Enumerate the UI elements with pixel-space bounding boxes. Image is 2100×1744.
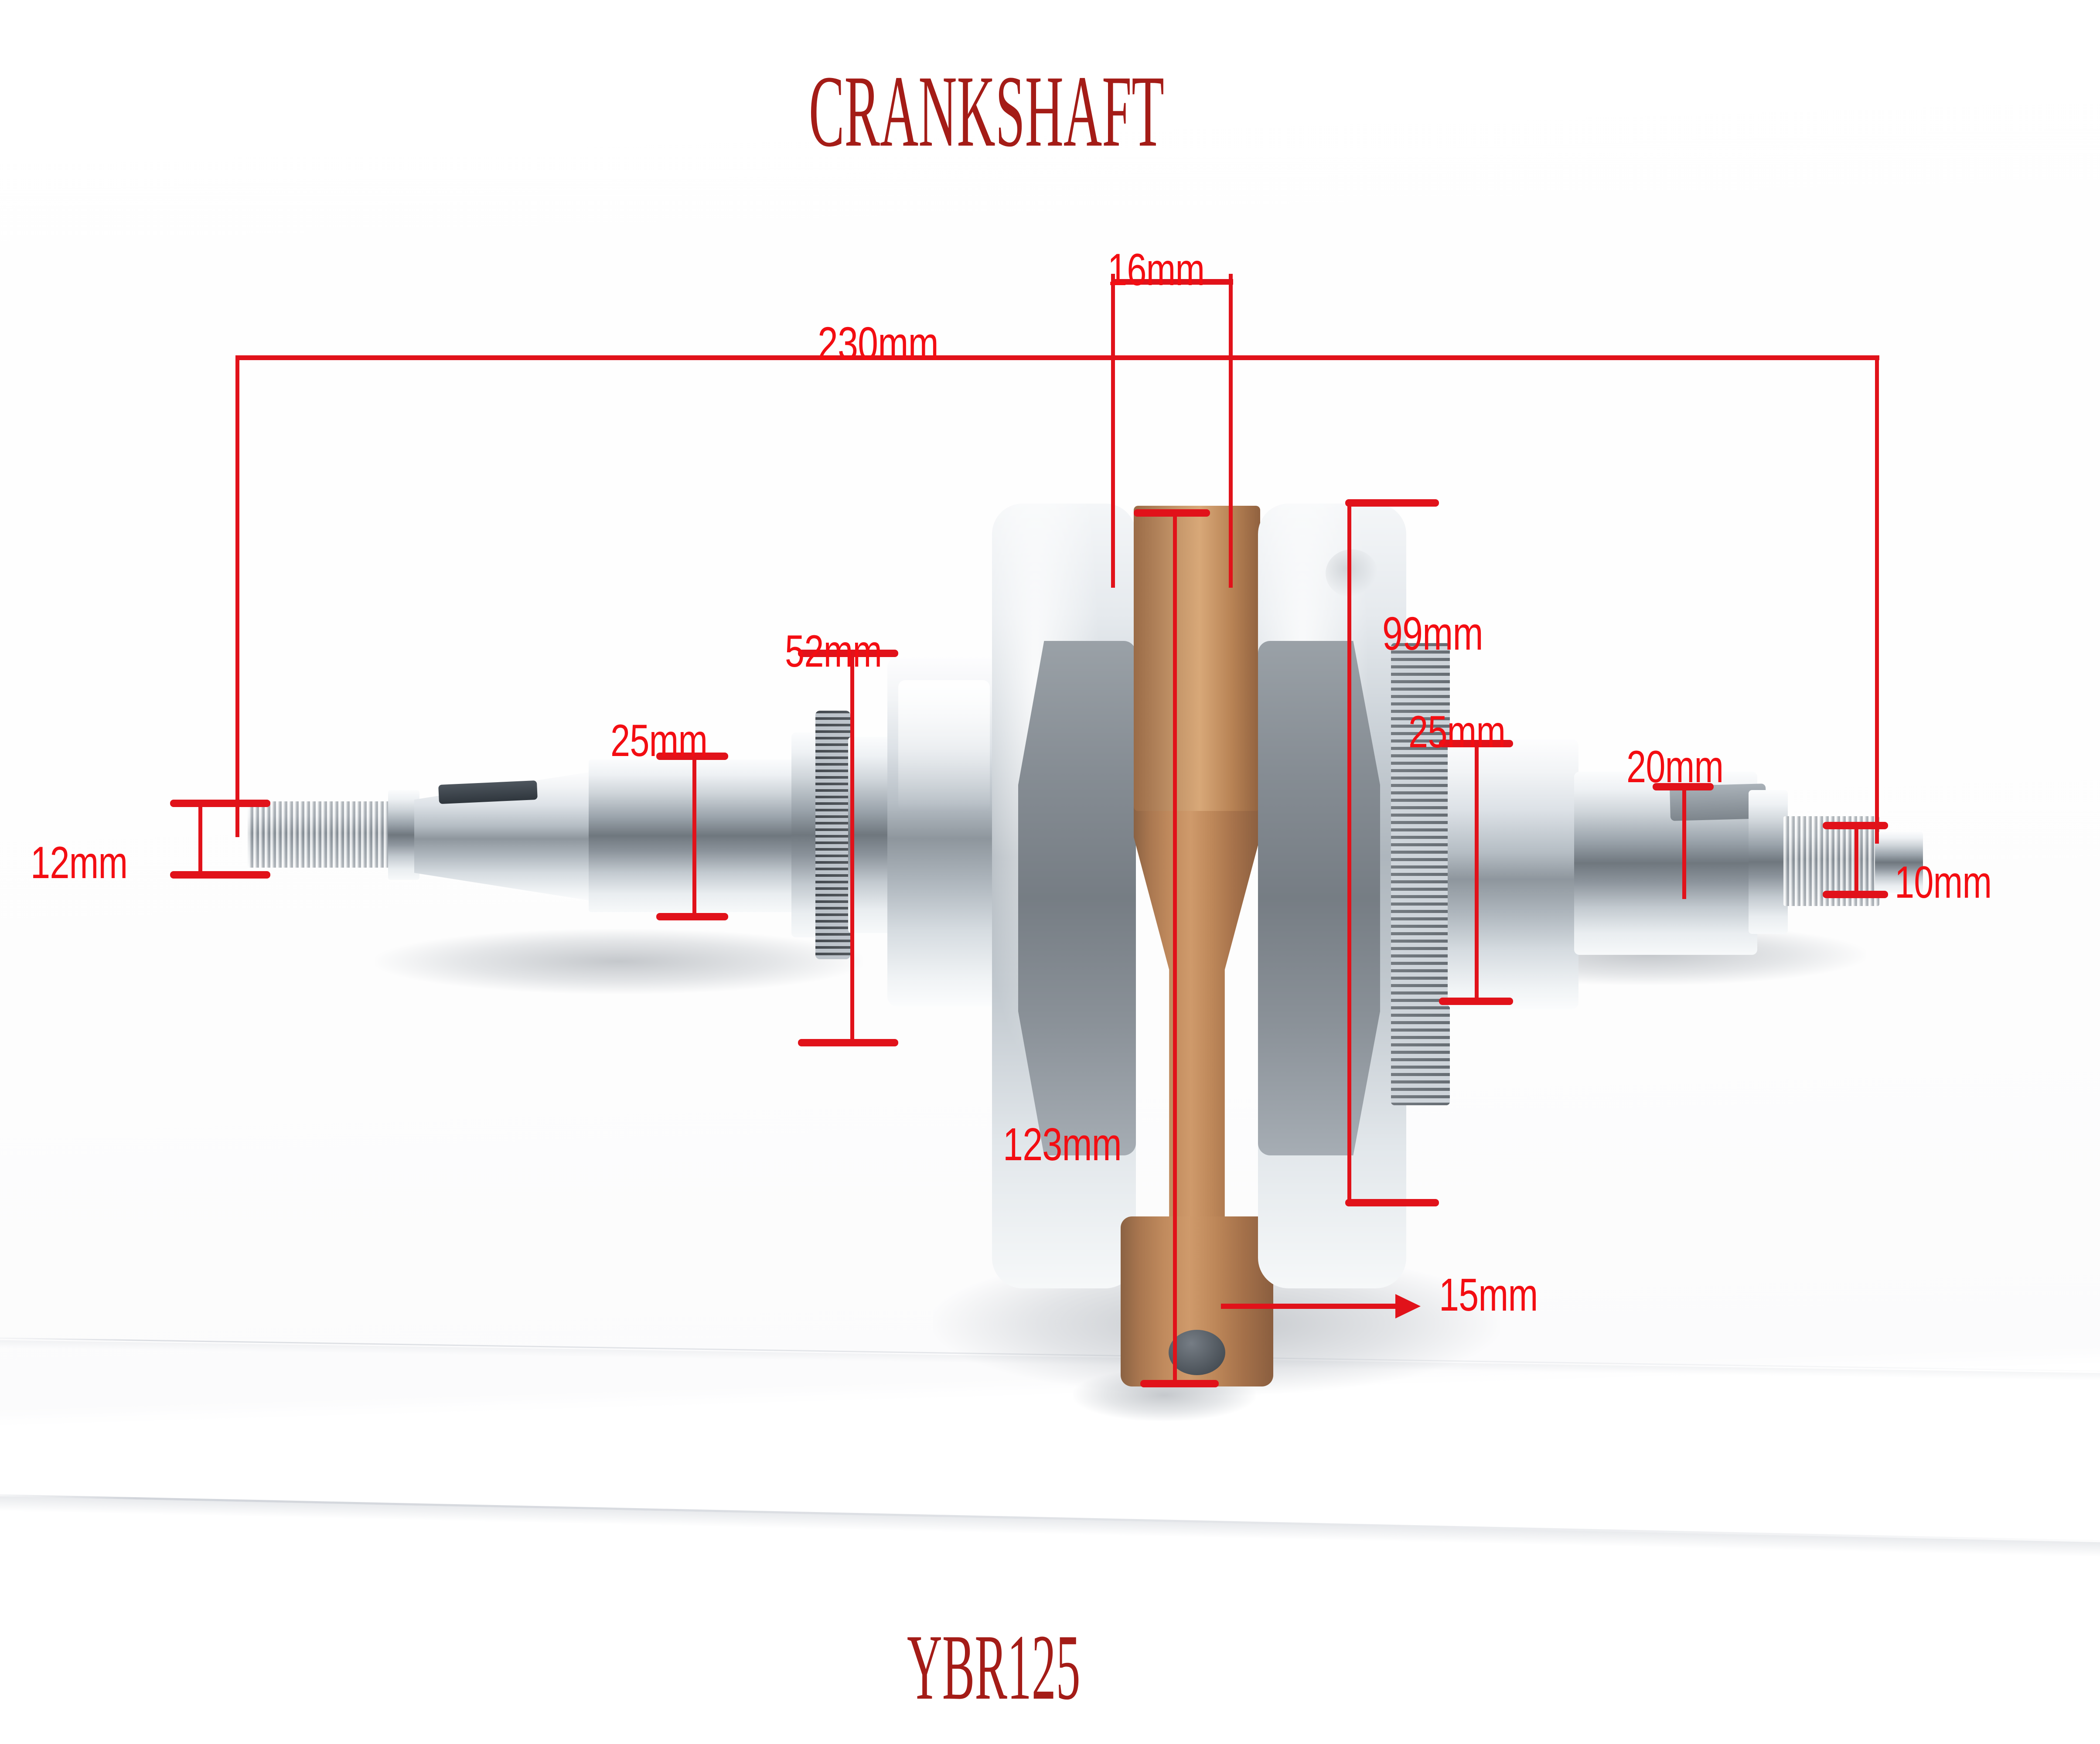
dim-line-right-thread-10 bbox=[1855, 824, 1858, 896]
dim-line-journal-52 bbox=[850, 653, 854, 1046]
dim-ext-overall-right bbox=[1875, 355, 1879, 844]
dim-label-conrod-width: 16mm bbox=[1108, 245, 1205, 295]
dim-tick-web-top bbox=[1345, 499, 1439, 507]
dim-label-right-thread-10: 10mm bbox=[1895, 857, 1992, 908]
dim-tick-journal52-bottom bbox=[798, 1039, 898, 1046]
dim-label-overall-height: 123mm bbox=[1003, 1119, 1122, 1170]
dim-tick-left12-bottom bbox=[170, 871, 270, 879]
right-gear-shoulder bbox=[1448, 739, 1578, 1009]
cam-chain-sprocket bbox=[815, 711, 850, 959]
primary-drive-gear bbox=[1391, 643, 1450, 1105]
dim-tick-left12-top bbox=[170, 800, 270, 807]
dim-tick-right10-bottom bbox=[1823, 891, 1888, 898]
left-threaded-shaft-end bbox=[248, 801, 392, 868]
dim-line-left-thread-12 bbox=[198, 802, 202, 876]
dim-ext-overall-left bbox=[235, 355, 239, 837]
left-journal-highlight bbox=[898, 680, 990, 811]
dim-tick-right10-top bbox=[1823, 822, 1888, 829]
right-journal-20mm bbox=[1749, 790, 1788, 934]
dim-line-right-journal-20 bbox=[1682, 786, 1686, 899]
dim-tick-left25-top bbox=[656, 753, 728, 760]
dim-label-right-journal-20: 20mm bbox=[1626, 742, 1724, 792]
right-crank-web-counterweight bbox=[1258, 641, 1380, 1155]
page-title: CRANKSHAFT bbox=[809, 54, 1164, 168]
left-crank-web-counterweight bbox=[1018, 641, 1136, 1155]
dim-line-right-shaft-25 bbox=[1475, 742, 1479, 1004]
connecting-rod-big-end-band bbox=[1134, 506, 1260, 811]
shadow-left-shaft bbox=[375, 929, 863, 994]
dim-label-right-shaft-25: 25mm bbox=[1408, 707, 1506, 757]
dim-tick-right25-top bbox=[1439, 740, 1513, 747]
dim-label-left-shaft-25: 25mm bbox=[610, 715, 708, 766]
dim-line-left-shaft-25 bbox=[692, 754, 696, 919]
dim-line-overall-length bbox=[235, 355, 1879, 360]
dim-arrow-head-conrod-small-end bbox=[1395, 1294, 1421, 1318]
connecting-rod-small-end-bore bbox=[1169, 1330, 1225, 1375]
dim-tick-web-bottom bbox=[1345, 1199, 1439, 1206]
dim-line-overall-height bbox=[1173, 509, 1177, 1386]
dim-label-web-diameter: 99mm bbox=[1382, 607, 1483, 660]
right-crank-web-stamp bbox=[1326, 549, 1378, 597]
left-sprocket-shoulder bbox=[848, 737, 892, 933]
dim-tick-journal52-top bbox=[798, 650, 898, 657]
dim-tick-right20-top bbox=[1653, 783, 1714, 790]
model-label: YBR125 bbox=[907, 1615, 1081, 1719]
dim-tick-height-top bbox=[1134, 509, 1210, 517]
dim-ext-conrod-left bbox=[1111, 274, 1115, 588]
dim-arrow-line-conrod-small-end bbox=[1221, 1304, 1404, 1309]
right-shaft-tip bbox=[1875, 832, 1923, 893]
left-sprocket-hub bbox=[791, 732, 818, 937]
dim-tick-left25-bottom bbox=[656, 913, 728, 920]
dim-label-left-thread-12: 12mm bbox=[31, 838, 128, 888]
left-main-shaft bbox=[589, 760, 807, 912]
dim-label-overall-length: 230mm bbox=[818, 317, 939, 370]
dim-ext-conrod-right bbox=[1229, 274, 1233, 588]
dim-line-web-diameter bbox=[1347, 501, 1351, 1206]
dim-label-journal-52: 52mm bbox=[785, 626, 882, 677]
dim-tick-right25-bottom bbox=[1439, 998, 1513, 1005]
dim-line-conrod-width bbox=[1111, 279, 1233, 285]
dim-tick-height-bottom bbox=[1140, 1380, 1219, 1387]
dim-label-conrod-small-end: 15mm bbox=[1439, 1269, 1538, 1321]
